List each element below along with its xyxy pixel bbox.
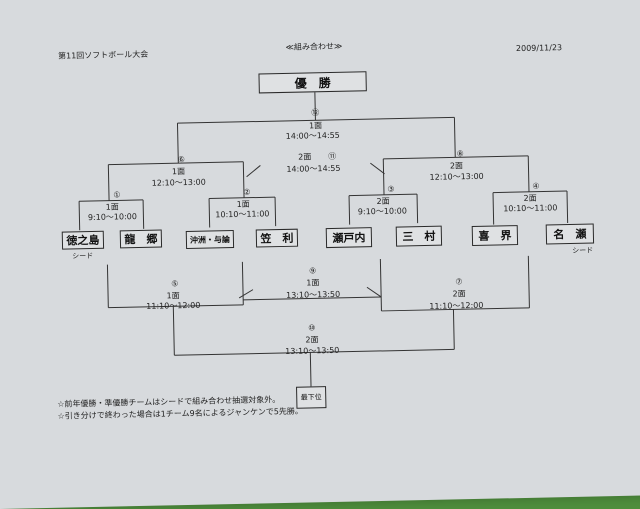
match-9-time: 13:10～13:50 [285,289,341,300]
match-2-number: ② [243,187,251,197]
match-4-number: ④ [532,181,540,191]
document-date: 2009/11/23 [515,43,563,54]
match-1-number: ① [113,190,121,200]
match-5-number: ⑤ [171,279,179,289]
match-10-time: 13:10～13:50 [285,345,340,356]
match-1-court: 1面 [105,202,119,212]
team-name: 笠 利 [260,231,294,246]
match-12-number: ⑫ [311,108,320,118]
team-name: 徳之島 [66,233,100,248]
match-3-number: ③ [387,184,395,194]
team-name: 三 村 [402,229,436,244]
team-name: 沖洲・与論 [189,234,231,245]
team-box-tatsugo: 龍 郷 [119,229,163,249]
match-8-court: 2面 [449,161,464,171]
team-box-kasari: 笠 利 [255,228,299,248]
team-name: 喜 界 [478,229,512,243]
match-9-number: ⑨ [308,266,317,276]
match-1-time: 9:10～10:00 [87,212,138,223]
match-6-number: ⑥ [177,155,185,165]
match-7-number: ⑦ [455,277,463,287]
bracket-lines [78,90,569,387]
match-8-time: 12:10～13:00 [429,171,484,182]
match-12-court: 1面 [308,121,323,131]
team-box-kikai: 喜 界 [471,225,519,247]
seed-label-right: シード [572,246,594,255]
team-box-setouchi: 瀬戸内 [325,227,373,249]
match-5-time: 11:10～12:00 [146,300,201,311]
match-6-court: 1面 [171,167,186,177]
team-box-tokunoshima: 徳之島 [61,230,105,250]
match-9-court: 1面 [306,278,320,288]
match-12-time: 14:00～14:55 [285,130,340,141]
champion-box: 優 勝 [258,71,367,94]
match-4-court: 2面 [523,193,537,203]
team-box-okinosu-yoron: 沖洲・与論 [185,230,235,250]
team-box-naze: 名 瀬 [545,223,595,245]
match-10-number: ⑩ [308,323,316,333]
event-title: 第11回ソフトボール大会 [57,49,149,61]
match-2-court: 1面 [236,199,250,209]
match-11-number: ⑪ [328,151,337,162]
document-title: ≪組み合わせ≫ [285,41,343,52]
team-name: 名 瀬 [553,227,587,242]
match-2-time: 10:10～11:00 [215,209,270,220]
match-7-court: 2面 [452,289,466,299]
last-place-label: 最下位 [300,393,322,402]
match-5-court: 1面 [166,291,180,301]
team-name: 瀬戸内 [332,231,366,245]
match-8-number: ⑧ [456,149,464,159]
team-name: 龍 郷 [124,232,158,247]
champion-label: 優 勝 [294,75,331,91]
match-11-time: 14:00～14:55 [286,163,341,174]
match-10-court: 2面 [305,335,319,345]
match-4-time: 10:10～11:00 [503,203,558,214]
team-box-sanson: 三 村 [395,225,443,247]
match-7-time: 11:10～12:00 [429,300,484,311]
match-6-time: 12:10～13:00 [151,177,206,188]
match-3-time: 9:10～10:00 [357,206,407,217]
match-11-court: 2面 [298,152,312,162]
seed-label-left: シード [72,251,94,261]
last-place-box: 最下位 [296,386,327,409]
match-3-court: 2面 [376,196,390,207]
